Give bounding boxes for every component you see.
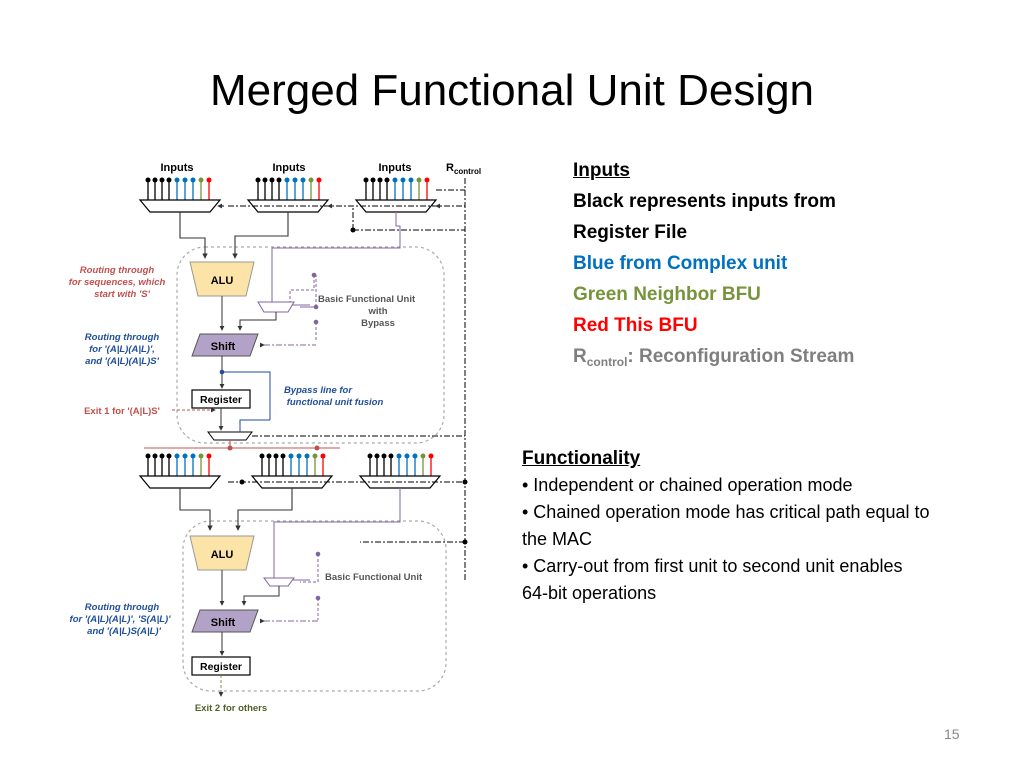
legend-rcontrol: Rcontrol: Reconfiguration Stream (573, 346, 855, 369)
shift-upper (191, 333, 259, 357)
routing-s-label-3: start with 'S' (94, 289, 150, 300)
bfu-plain-label: Basic Functional Unit (325, 572, 423, 583)
routing-low-label-2: for '(A|L)(A|L)', 'S(A|L)' (70, 614, 172, 625)
bypass-line-label-2: functional unit fusion (287, 397, 384, 408)
page-number: 15 (944, 726, 960, 742)
functionality-header: Functionality (522, 448, 641, 469)
functionality-bullet-1: • Independent or chained operation mode (522, 475, 853, 495)
rcontrol-label: Rcontrol (446, 162, 481, 176)
input-pins-upper-3 (363, 177, 430, 200)
functionality-bullet-2: • Chained operation mode has critical pa… (522, 502, 930, 549)
shift-upper-label: Shift (211, 341, 236, 353)
bfu-bypass-label-1: Basic Functional Unit (318, 294, 416, 305)
exit1-label: Exit 1 for '(A|L)S' (84, 406, 160, 417)
input-pins-lower-3 (367, 453, 434, 476)
bypass-mux-upper (257, 301, 295, 313)
inputs-legend: Inputs Black represents inputs from Regi… (573, 155, 854, 374)
output-mux-upper (207, 431, 253, 441)
functionality-bullet-3: • Carry-out from first unit to second un… (522, 556, 903, 603)
routing-al-label-1: Routing through (85, 332, 160, 343)
inputs-legend-header: Inputs (573, 160, 630, 181)
input-pins-upper-2 (255, 177, 322, 200)
alu-lower-label: ALU (211, 549, 234, 561)
bfu-bypass-label-3: Bypass (361, 318, 395, 329)
legend-black-line2: Register File (573, 222, 688, 243)
legend-blue: Blue from Complex unit (573, 253, 788, 274)
inputs-label-3: Inputs (379, 162, 412, 174)
routing-s-label-2: for sequences, which (69, 277, 166, 288)
exit2-label: Exit 2 for others (195, 703, 267, 714)
alu-lower (189, 535, 255, 571)
mux-lower-1 (138, 475, 222, 489)
legend-black-line1: Black represents inputs from (573, 191, 836, 212)
routing-al-label-3: and '(A|L)(A|L)S' (85, 356, 159, 367)
slide-title: Merged Functional Unit Design (209, 66, 815, 115)
routing-al-label-2: for '(A|L)(A|L)', (89, 344, 155, 355)
input-pins-lower-2 (259, 453, 326, 476)
bypass-line-label-1: Bypass line for (284, 385, 353, 396)
merged-fu-diagram: Inputs Inputs Inputs Rcontrol (69, 162, 481, 714)
bfu-boundary-upper (176, 246, 445, 444)
shift-lower-label: Shift (211, 617, 236, 629)
inputs-label-1: Inputs (161, 162, 194, 174)
shift-lower (191, 609, 259, 633)
input-pins-upper-1 (145, 177, 212, 200)
inputs-label-2: Inputs (273, 162, 306, 174)
routing-low-label-3: and '(A|L)S(A|L)' (87, 626, 161, 637)
alu-upper (189, 261, 255, 297)
functionality-section: Functionality • Independent or chained o… (522, 446, 932, 607)
legend-green: Green Neighbor BFU (573, 284, 761, 305)
bypass-mux-lower (263, 577, 295, 587)
mux-upper-1 (138, 199, 222, 213)
input-pins-lower-1 (145, 453, 212, 476)
routing-low-label-1: Routing through (85, 602, 160, 613)
routing-s-label-1: Routing through (80, 265, 155, 276)
register-upper-label: Register (200, 394, 242, 406)
bfu-boundary-lower (182, 520, 447, 692)
legend-red: Red This BFU (573, 315, 698, 336)
register-lower-label: Register (200, 661, 242, 673)
alu-upper-label: ALU (211, 275, 234, 287)
bfu-bypass-label-2: with (368, 306, 388, 317)
